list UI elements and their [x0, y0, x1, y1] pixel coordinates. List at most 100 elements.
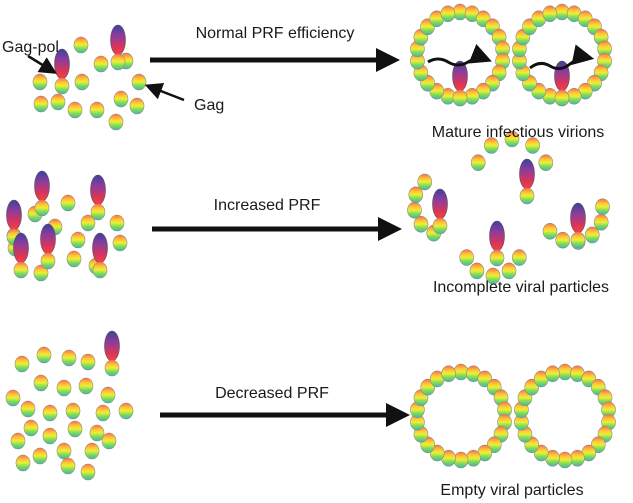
capsid-core: [427, 44, 492, 67]
gag-protein: [118, 402, 134, 420]
gag-pol-protein: [570, 202, 586, 249]
gag-protein: [65, 402, 81, 420]
gag-protein: [5, 389, 21, 407]
gag-protein: [566, 87, 582, 105]
gag-protein: [557, 363, 573, 381]
gag-protein: [67, 101, 83, 119]
gag-protein: [23, 419, 39, 437]
gag-protein: [570, 231, 586, 249]
gag-pol-protein: [104, 330, 120, 377]
gag-protein: [441, 365, 456, 383]
arrowhead-decreased-prf: [386, 403, 410, 427]
gag-protein: [100, 386, 116, 404]
row-decreased-prf: [5, 330, 616, 481]
gag-protein: [36, 346, 52, 364]
gag-protein: [453, 451, 469, 469]
gag-protein: [67, 420, 83, 438]
gag-protein: [20, 400, 36, 418]
partial-shell: [470, 130, 554, 171]
arrowhead-increased-prf: [378, 217, 402, 241]
gag-protein: [555, 231, 571, 249]
gag-protein: [484, 137, 499, 154]
gag-protein: [10, 432, 26, 450]
gag-protein: [42, 427, 58, 445]
gag-label: Gag: [194, 97, 224, 114]
gag-protein: [452, 3, 468, 21]
gag-protein: [417, 173, 433, 191]
gag-protein: [89, 424, 105, 442]
gag-protein: [73, 36, 89, 54]
gag-protein: [40, 252, 56, 270]
process-arrows: [150, 48, 410, 427]
gag-protein: [432, 217, 448, 235]
gag-protein: [14, 355, 30, 373]
gag-protein: [56, 442, 72, 460]
gag-protein: [408, 186, 424, 204]
gag-protein: [80, 214, 96, 232]
gag-protein: [78, 377, 94, 395]
gag-protein: [66, 250, 82, 268]
gag-protein: [33, 95, 49, 113]
gag-protein: [93, 55, 109, 73]
pol-domain: [6, 199, 22, 231]
gag-protein: [84, 442, 100, 460]
gag-protein: [80, 463, 96, 481]
gag-protein: [89, 101, 105, 119]
gag-pol-protein: [34, 170, 50, 217]
virion-ring: [514, 363, 616, 469]
gag-protein: [519, 187, 535, 205]
gag-protein: [42, 404, 58, 422]
gag-protein: [542, 5, 558, 23]
pol-domain: [519, 158, 535, 190]
gag-pol-protein: [489, 220, 505, 267]
gag-protein: [50, 93, 66, 111]
gag-protein: [452, 89, 468, 107]
pol-domain: [432, 188, 448, 220]
gag-protein: [101, 432, 117, 450]
gag-protein: [110, 53, 126, 71]
gag-pol-protein: [110, 24, 126, 71]
gag-protein: [469, 262, 485, 280]
pol-domain: [34, 170, 50, 202]
gag-protein: [501, 262, 517, 280]
virion-ring: [410, 3, 510, 107]
gag-protein: [54, 77, 70, 95]
gag-protein: [32, 73, 48, 91]
pol-domain: [104, 330, 120, 362]
gag-pol-protein: [519, 158, 535, 205]
gag-pol-protein: [432, 188, 448, 235]
gag-protein: [90, 203, 106, 221]
gag-protein: [70, 231, 86, 249]
gag-protein: [466, 449, 481, 467]
pol-domain: [92, 232, 108, 264]
pol-domain: [90, 174, 106, 206]
gag-pol-label: Gag-pol: [2, 39, 59, 56]
arrow-label-increased-prf: Increased PRF: [214, 197, 321, 214]
gag-protein: [113, 90, 129, 108]
gag-protein: [584, 226, 600, 244]
gag-protein: [570, 449, 585, 467]
result-label-mature: Mature infectious virions: [432, 124, 605, 141]
gag-pol-protein: [92, 232, 108, 279]
gag-protein: [459, 249, 474, 266]
gag-protein: [61, 349, 77, 367]
capsid-core: [529, 44, 595, 71]
gag-protein: [595, 198, 610, 216]
gag-protein: [104, 359, 120, 377]
gag-pol-protein: [40, 223, 56, 270]
callouts: [27, 54, 185, 102]
row-normal-prf: [32, 3, 612, 131]
gag-pol-protein: [13, 232, 29, 279]
gag-protein: [554, 3, 570, 21]
gag-protein: [557, 451, 573, 469]
gag-protein: [131, 73, 147, 91]
arrow-label-decreased-prf: Decreased PRF: [215, 385, 329, 402]
gag-pointer: [144, 82, 185, 102]
gag-protein: [504, 130, 520, 148]
gag-protein: [470, 154, 486, 171]
gag-protein: [512, 249, 527, 266]
gag-protein: [112, 234, 128, 252]
row-increased-prf: [6, 130, 610, 285]
arrowhead-normal-prf: [376, 48, 400, 72]
